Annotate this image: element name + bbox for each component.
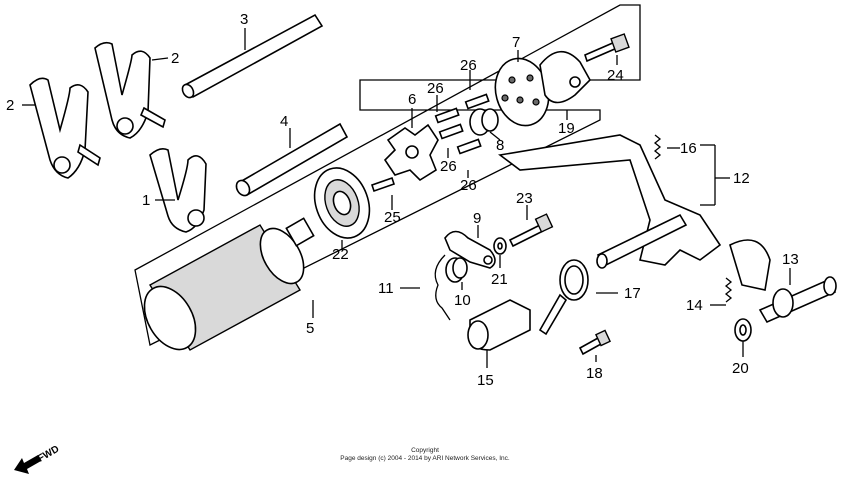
callout-21: 21 <box>491 271 508 288</box>
callout-12: 12 <box>733 170 750 187</box>
pin-26-b <box>438 123 464 140</box>
drum-center-6 <box>383 123 439 182</box>
spring-16 <box>653 134 662 160</box>
callout-26-mid: 26 <box>440 158 457 175</box>
bolt-24 <box>584 33 630 63</box>
callout-10: 10 <box>454 292 471 309</box>
callout-5: 5 <box>306 320 314 337</box>
fork-shaft-4 <box>235 122 349 197</box>
pin-26-c <box>456 138 482 155</box>
callout-17: 17 <box>624 285 641 302</box>
callout-26-left: 26 <box>427 80 444 97</box>
collar-15 <box>467 299 531 351</box>
collar-10 <box>445 257 468 283</box>
callout-9: 9 <box>473 210 481 227</box>
callout-2-left: 2 <box>6 97 14 114</box>
pin-25 <box>370 176 396 193</box>
callout-11: 11 <box>378 280 394 297</box>
callout-20: 20 <box>732 360 749 377</box>
callout-26-bottom: 26 <box>460 177 477 194</box>
callout-24: 24 <box>607 67 624 84</box>
bolt-23 <box>508 213 554 248</box>
callout-16: 16 <box>680 140 697 157</box>
callout-26-top: 26 <box>460 57 477 74</box>
bolt-18 <box>578 329 611 356</box>
leader-lines <box>22 28 791 368</box>
plate-7 <box>494 57 550 127</box>
washer-20 <box>734 318 752 342</box>
washer-21 <box>493 237 507 255</box>
shift-drum-5 <box>143 217 315 351</box>
callout-15: 15 <box>477 372 494 389</box>
fork-shaft-3 <box>181 13 324 99</box>
copyright-line-1: Copyright <box>411 447 439 454</box>
callout-2-upper: 2 <box>171 50 179 67</box>
callout-13: 13 <box>782 251 799 268</box>
gearshift-spindle-13 <box>729 239 837 324</box>
callout-4: 4 <box>280 113 288 130</box>
callout-22: 22 <box>332 246 349 263</box>
callout-19: 19 <box>558 120 575 137</box>
spring-17 <box>538 259 589 336</box>
callout-8: 8 <box>496 137 504 154</box>
callout-25: 25 <box>384 209 401 226</box>
cam-plate-19 <box>539 50 591 104</box>
collar-8 <box>469 108 499 136</box>
copyright-line-2: Page design (c) 2004 - 2014 by ARI Netwo… <box>340 455 510 462</box>
callout-3: 3 <box>240 11 248 28</box>
pin-26-a <box>434 107 460 124</box>
shift-arm-12 <box>498 134 722 269</box>
callout-7: 7 <box>512 34 520 51</box>
fwd-arrow: FWD <box>14 444 61 474</box>
callout-23: 23 <box>516 190 533 207</box>
fwd-label: FWD <box>36 444 61 465</box>
plate-9 <box>444 230 496 269</box>
shift-fork-2-left <box>29 77 101 179</box>
spring-14 <box>724 277 733 303</box>
assembly-outline <box>134 4 641 346</box>
bearing-22 <box>313 167 371 239</box>
spring-11 <box>434 254 451 321</box>
callout-6: 6 <box>408 91 416 108</box>
callout-18: 18 <box>586 365 603 382</box>
pin-26-d <box>464 93 490 110</box>
shift-fork-1 <box>149 148 207 233</box>
callout-1: 1 <box>142 192 150 209</box>
callout-14: 14 <box>686 297 703 314</box>
shift-fork-2-upper <box>94 41 166 139</box>
